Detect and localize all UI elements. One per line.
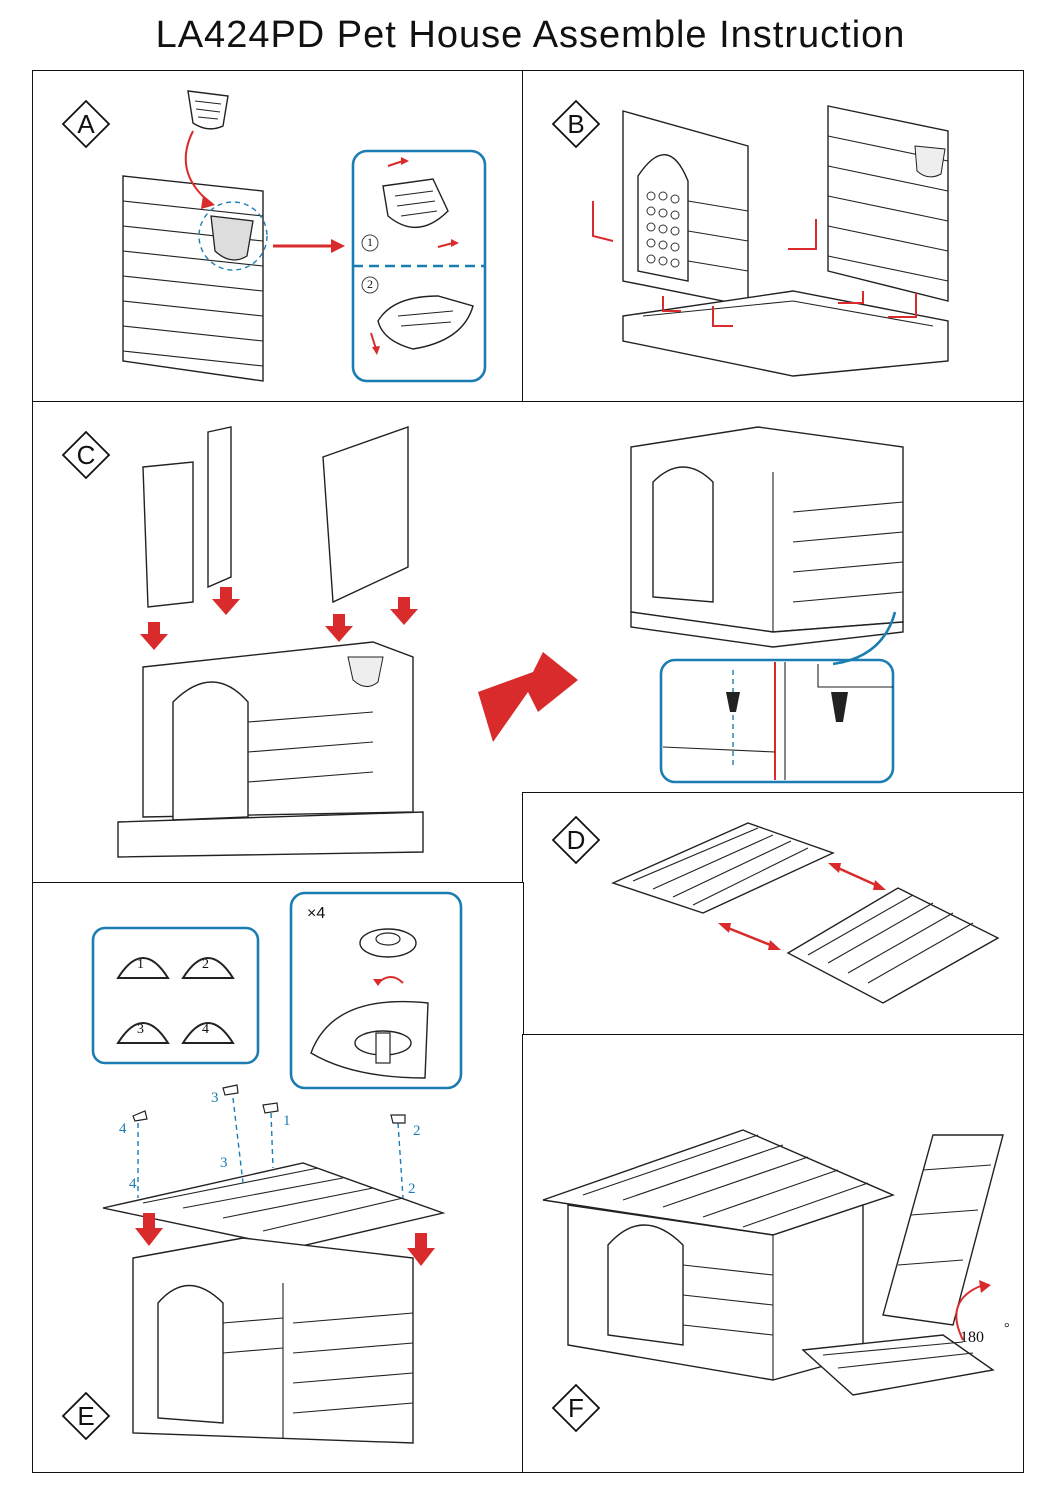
step-badge-e: E	[61, 1391, 111, 1441]
rotation-arrow	[955, 1284, 984, 1341]
rotation-value: 180	[960, 1329, 984, 1346]
c-assembled-box	[630, 426, 904, 648]
roof-half-right	[786, 887, 1000, 1004]
step-badge-a: A	[61, 99, 111, 149]
step-badge-f: F	[551, 1383, 601, 1433]
panel-d-drawing	[611, 822, 1000, 1004]
e-caps	[132, 1084, 406, 1124]
wall-panel-a	[122, 175, 264, 382]
roof-label: 4	[129, 1176, 137, 1192]
b-red-guides	[592, 201, 917, 327]
badge-number-4: 4	[202, 1022, 209, 1037]
step-badge-d: D	[551, 815, 601, 865]
f-house-body	[567, 1204, 864, 1381]
roof-label: 1	[283, 1113, 291, 1129]
badge-number-1: 1	[137, 957, 144, 972]
roof-label: 3	[220, 1155, 228, 1171]
badge-number-2: 2	[202, 957, 209, 972]
panel-c: C	[32, 401, 1024, 886]
vent-window-icon	[187, 90, 229, 130]
f-ramp	[801, 1334, 995, 1396]
badge-number-3: 3	[137, 1022, 144, 1037]
step-badge-c: C	[61, 430, 111, 480]
f-side-door-panel	[882, 1134, 1004, 1326]
badge-callout-box	[91, 926, 260, 1065]
c-callout-leader	[832, 611, 897, 666]
step-badge-b: B	[551, 99, 601, 149]
step-label-b: B	[567, 109, 585, 139]
panel-b-drawing	[592, 105, 949, 377]
step-label-c: C	[76, 440, 96, 470]
panel-b: B	[522, 70, 1024, 403]
panel-e-drawing	[91, 891, 463, 1444]
panel-f: 180 ° F	[522, 1034, 1024, 1473]
callout-box-c	[659, 658, 895, 784]
e-house-body	[132, 1237, 414, 1444]
step-label-a: A	[77, 109, 95, 139]
panel-a-drawing	[122, 90, 487, 383]
panel-d: D	[522, 792, 1024, 1036]
step-label-d: D	[566, 825, 586, 855]
rotation-degree: °	[1004, 1321, 1010, 1336]
side-wall-b	[827, 105, 949, 302]
e-roof	[102, 1162, 446, 1249]
page-title: LA424PD Pet House Assemble Instruction	[155, 14, 906, 56]
c-big-red-arrow	[478, 652, 578, 742]
roof-label: 3	[211, 1090, 219, 1106]
panel-e: ×4 1 2 3 4 4 3 1 2 3 4 2 E	[32, 882, 524, 1473]
front-wall-b	[622, 110, 749, 307]
roof-label: 2	[413, 1123, 421, 1139]
panel-f-drawing	[542, 1129, 1004, 1396]
panel-a: 1 2 A	[32, 70, 524, 403]
roof-label: 4	[119, 1121, 127, 1137]
roof-half-left	[611, 822, 835, 914]
panel-c-drawing	[117, 426, 904, 858]
c-left-assembly	[117, 426, 424, 858]
screw-callout-box	[289, 891, 463, 1090]
step-label-e: E	[77, 1401, 95, 1431]
step-label-f: F	[568, 1393, 584, 1423]
callout-number-1: 1	[367, 235, 373, 249]
floor-base-b	[622, 290, 949, 377]
callout-number-2: 2	[367, 277, 373, 291]
roof-label: 2	[408, 1181, 416, 1197]
screw-quantity: ×4	[307, 905, 326, 922]
vent-placement-circle	[198, 201, 268, 271]
